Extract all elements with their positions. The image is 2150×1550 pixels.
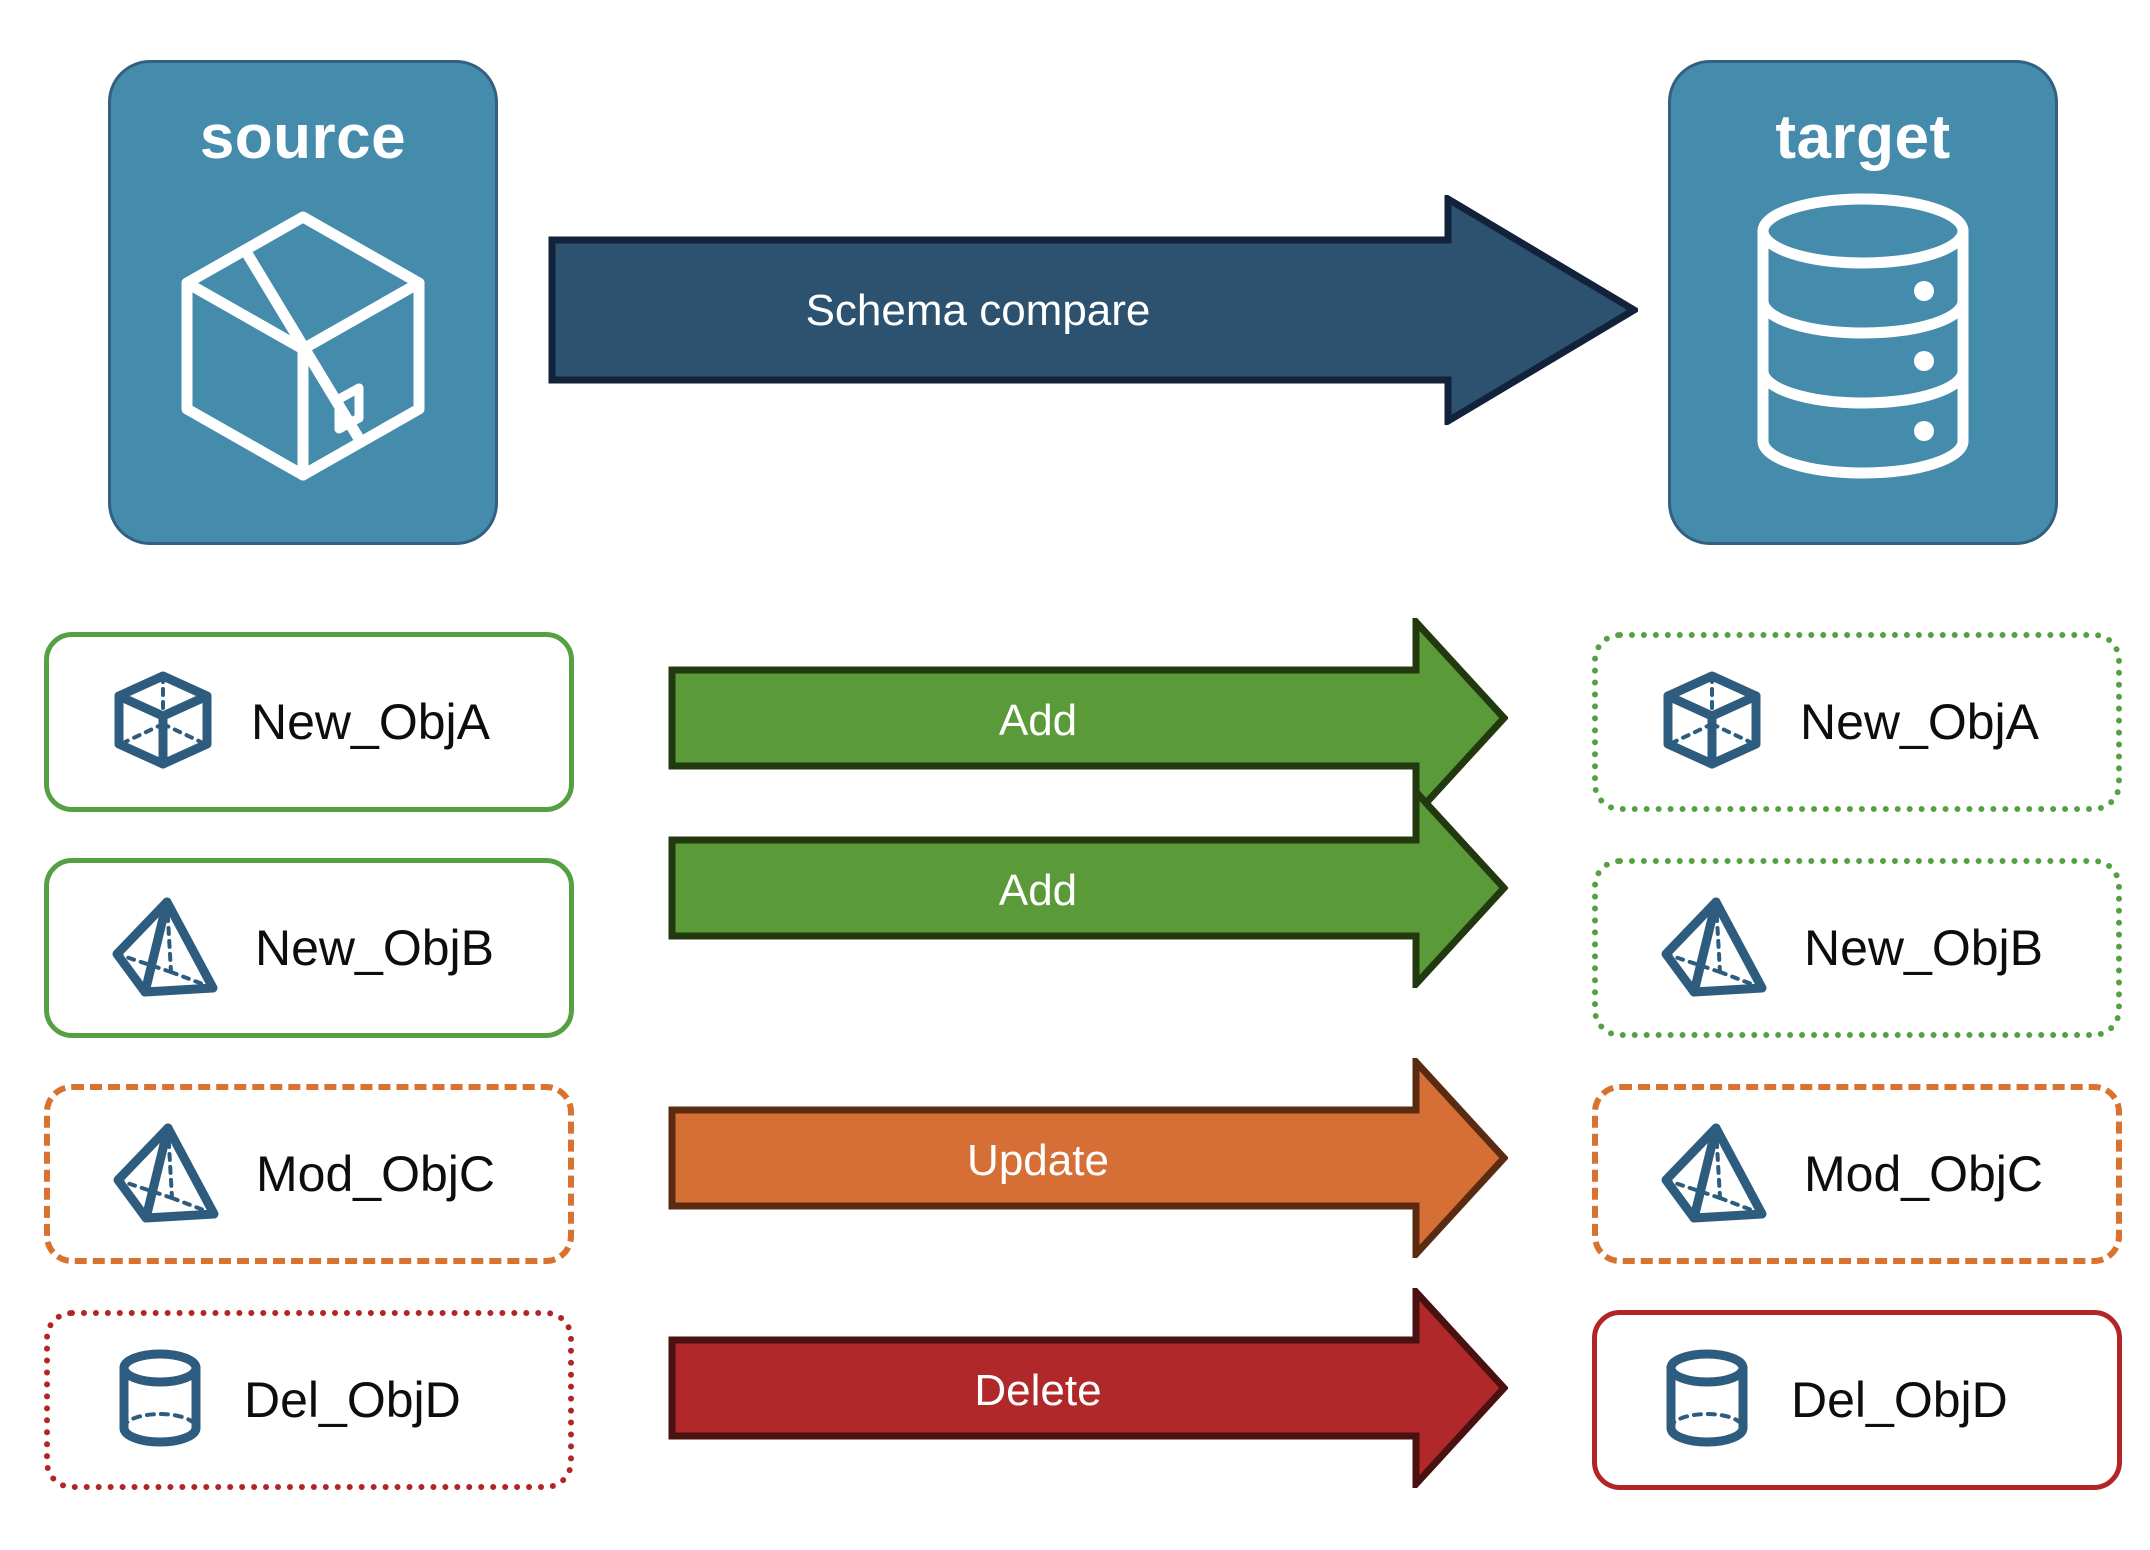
target-card-mod-objc[interactable]: Mod_ObjC [1592,1084,2122,1264]
cube-wireframe-icon [111,668,215,777]
schema-compare-arrow [548,192,1641,428]
add-arrow-label-row-a: Add [998,696,1078,745]
cylinder-wireframe-icon [112,1346,208,1455]
source-card-new-obja[interactable]: New_ObjA [44,632,574,812]
target-card-label: New_ObjA [1800,694,2039,750]
delete-arrow-row-d [668,1283,1509,1493]
source-panel: source [108,60,498,545]
pyramid-wireframe-icon [1660,894,1768,1003]
target-card-label: Mod_ObjC [1804,1146,2043,1202]
add-arrow-row-b [668,783,1509,993]
pyramid-wireframe-icon [112,1120,220,1229]
source-card-label: Mod_ObjC [256,1146,495,1202]
target-card-label: New_ObjB [1804,920,2043,976]
pyramid-wireframe-icon [111,894,219,1003]
source-card-label: New_ObjA [251,694,490,750]
schema-compare-arrow-label: Schema compare [805,286,1151,335]
box-3d-icon [163,191,443,496]
target-panel: target [1668,60,2058,545]
target-card-new-objb[interactable]: New_ObjB [1592,858,2122,1038]
target-card-label: Del_ObjD [1791,1372,2008,1428]
update-arrow-row-c [668,1053,1509,1263]
source-card-label: New_ObjB [255,920,494,976]
pyramid-wireframe-icon [1660,1120,1768,1229]
cube-wireframe-icon [1660,668,1764,777]
source-card-new-objb[interactable]: New_ObjB [44,858,574,1038]
add-arrow-label-row-b: Add [998,866,1078,915]
source-card-label: Del_ObjD [244,1372,461,1428]
source-panel-title: source [199,103,407,172]
target-card-del-objd[interactable]: Del_ObjD [1592,1310,2122,1490]
target-card-new-obja[interactable]: New_ObjA [1592,632,2122,812]
source-card-mod-objc[interactable]: Mod_ObjC [44,1084,574,1264]
add-arrow-row-a [668,613,1509,823]
cylinder-wireframe-icon [1659,1346,1755,1455]
delete-arrow-label-row-d: Delete [974,1366,1102,1415]
source-card-del-objd[interactable]: Del_ObjD [44,1310,574,1490]
update-arrow-label-row-c: Update [967,1136,1109,1185]
target-panel-title: target [1775,103,1951,172]
database-cylinder-icon [1738,191,1988,486]
